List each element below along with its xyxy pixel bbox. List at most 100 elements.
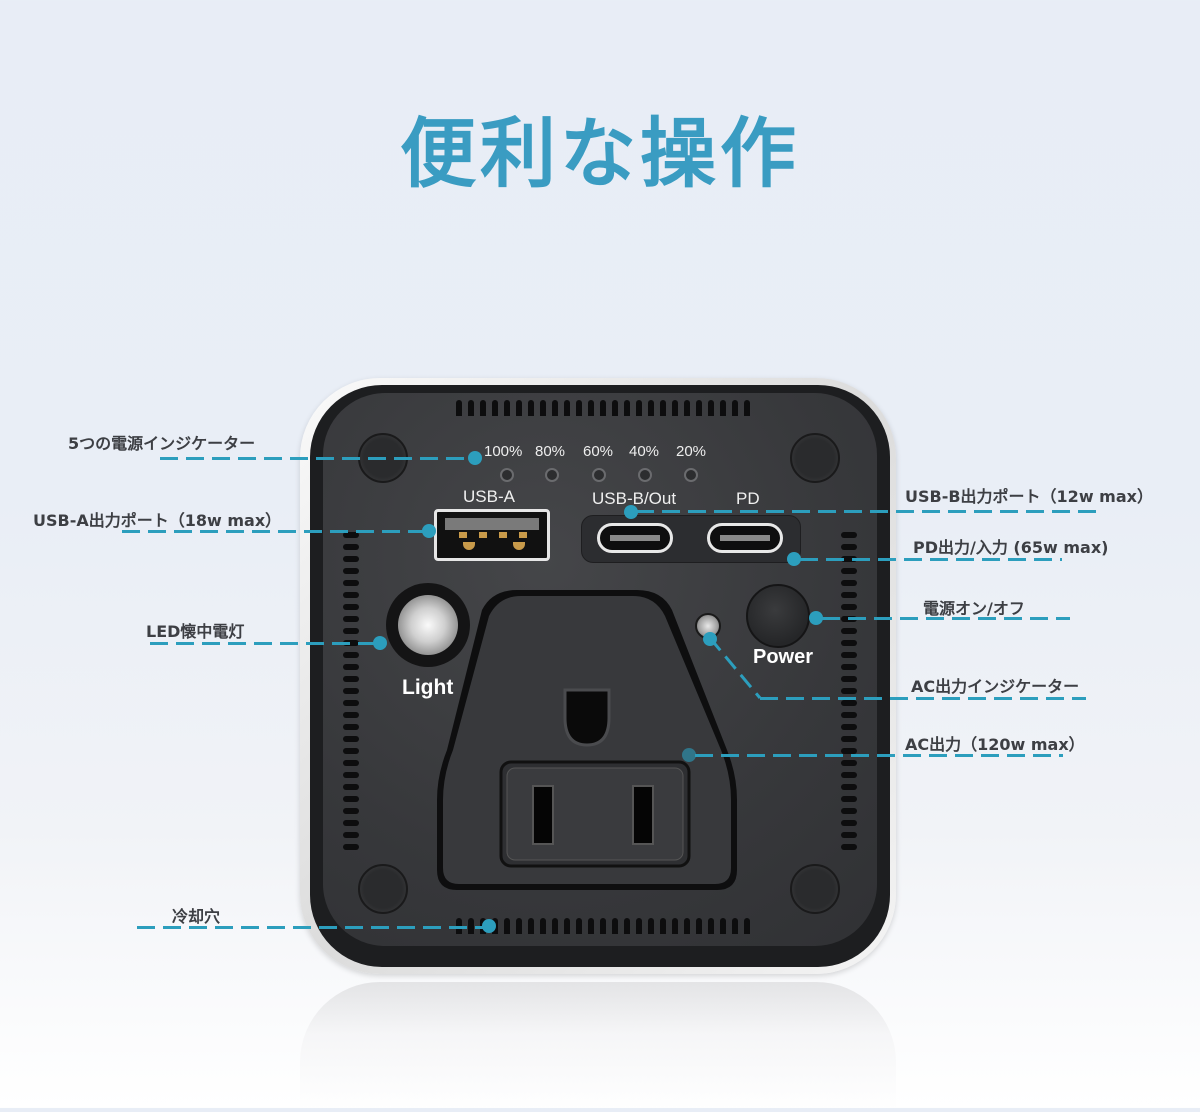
vent-slot	[841, 652, 857, 658]
vent-slot	[841, 640, 857, 646]
page-title: 便利な操作	[400, 109, 800, 198]
vent-slot	[744, 400, 750, 416]
vent-slot	[841, 784, 857, 790]
vent-slot	[576, 918, 582, 934]
power-button[interactable]	[746, 584, 810, 648]
vent-slot	[696, 400, 702, 416]
vent-slot	[732, 400, 738, 416]
callout-line	[122, 530, 432, 533]
callout-dot	[682, 748, 696, 762]
callout-dot	[422, 524, 436, 538]
vent-slot	[684, 400, 690, 416]
vent-slot	[841, 676, 857, 682]
vent-slot	[343, 592, 359, 598]
usb-b-out-port[interactable]	[597, 523, 673, 553]
vent-slot	[841, 724, 857, 730]
vent-slot	[841, 832, 857, 838]
usb-a-tongue	[445, 518, 539, 530]
vent-slot	[343, 760, 359, 766]
battery-level-label: 100%	[484, 443, 523, 460]
vent-slot	[841, 532, 857, 538]
vent-slot	[720, 918, 726, 934]
vent-slot	[624, 400, 630, 416]
vent-slot	[343, 580, 359, 586]
vent-slot	[648, 918, 654, 934]
vent-slot	[343, 820, 359, 826]
vent-slot	[600, 400, 606, 416]
usb-c-tongue	[610, 535, 660, 541]
vent-slot	[841, 688, 857, 694]
vent-slot	[841, 604, 857, 610]
vent-slot	[564, 400, 570, 416]
vent-slot	[636, 918, 642, 934]
vent-slot	[343, 832, 359, 838]
corner-foot-top-right	[790, 433, 840, 483]
ac-outlet[interactable]	[437, 590, 737, 890]
vent-slot	[343, 664, 359, 670]
vent-slot	[636, 400, 642, 416]
vent-slot	[841, 712, 857, 718]
vent-slot	[343, 616, 359, 622]
vent-slot	[624, 918, 630, 934]
vent-slot	[841, 568, 857, 574]
battery-led	[500, 468, 514, 482]
vent-slot	[343, 736, 359, 742]
vent-slot	[552, 918, 558, 934]
callout-cooling-vents: 冷却穴	[172, 907, 221, 926]
callout-line	[760, 697, 1086, 700]
vent-slot	[588, 400, 594, 416]
usb-a-port[interactable]	[434, 509, 550, 561]
callout-usb-b-port: USB-B出力ポート（12w max）	[905, 487, 1153, 506]
callout-line	[636, 510, 1104, 513]
vent-slot	[672, 918, 678, 934]
callout-battery-indicator: 5つの電源インジケーター	[68, 434, 256, 453]
vent-slot	[841, 544, 857, 550]
vent-slot	[841, 736, 857, 742]
vent-slot	[708, 400, 714, 416]
callout-dot	[809, 611, 823, 625]
vent-slot	[708, 918, 714, 934]
battery-led	[592, 468, 606, 482]
vent-slot	[660, 400, 666, 416]
callout-line	[800, 558, 1062, 561]
vent-slot	[343, 796, 359, 802]
callout-power-switch: 電源オン/オフ	[923, 599, 1025, 618]
vent-slot	[456, 400, 462, 416]
battery-level-label: 40%	[629, 443, 660, 460]
vent-slot	[660, 918, 666, 934]
usb-pin	[513, 542, 525, 550]
power-label: Power	[753, 646, 814, 668]
vent-slot	[612, 918, 618, 934]
vent-slot	[343, 748, 359, 754]
vent-slot	[343, 628, 359, 634]
vent-slot	[841, 844, 857, 850]
device-front-panel	[323, 393, 877, 946]
callout-dot	[624, 505, 638, 519]
vent-slot	[841, 808, 857, 814]
vent-slot	[841, 628, 857, 634]
vent-slot	[588, 918, 594, 934]
vent-slot	[744, 918, 750, 934]
vent-slot	[343, 676, 359, 682]
callout-line	[150, 642, 378, 645]
vent-slot	[343, 604, 359, 610]
vent-slot	[343, 844, 359, 850]
usb-pin	[519, 532, 527, 538]
callout-pd-port: PD出力/入力 (65w max)	[913, 538, 1109, 557]
vent-slot	[492, 400, 498, 416]
vent-slot	[841, 664, 857, 670]
vent-slot	[612, 400, 618, 416]
callout-line-diagonal	[708, 637, 762, 699]
vent-slot	[343, 544, 359, 550]
callout-dot	[373, 636, 387, 650]
vent-slot	[343, 652, 359, 658]
pd-port[interactable]	[707, 523, 783, 553]
usb-a-label: USB-A	[463, 487, 515, 506]
vent-slot	[343, 688, 359, 694]
callout-ac-output: AC出力（120w max）	[905, 735, 1085, 754]
vent-slot	[600, 918, 606, 934]
vent-slot	[516, 400, 522, 416]
vent-slot	[516, 918, 522, 934]
flashlight-lens-icon	[398, 595, 458, 655]
hot-slot	[632, 785, 654, 845]
